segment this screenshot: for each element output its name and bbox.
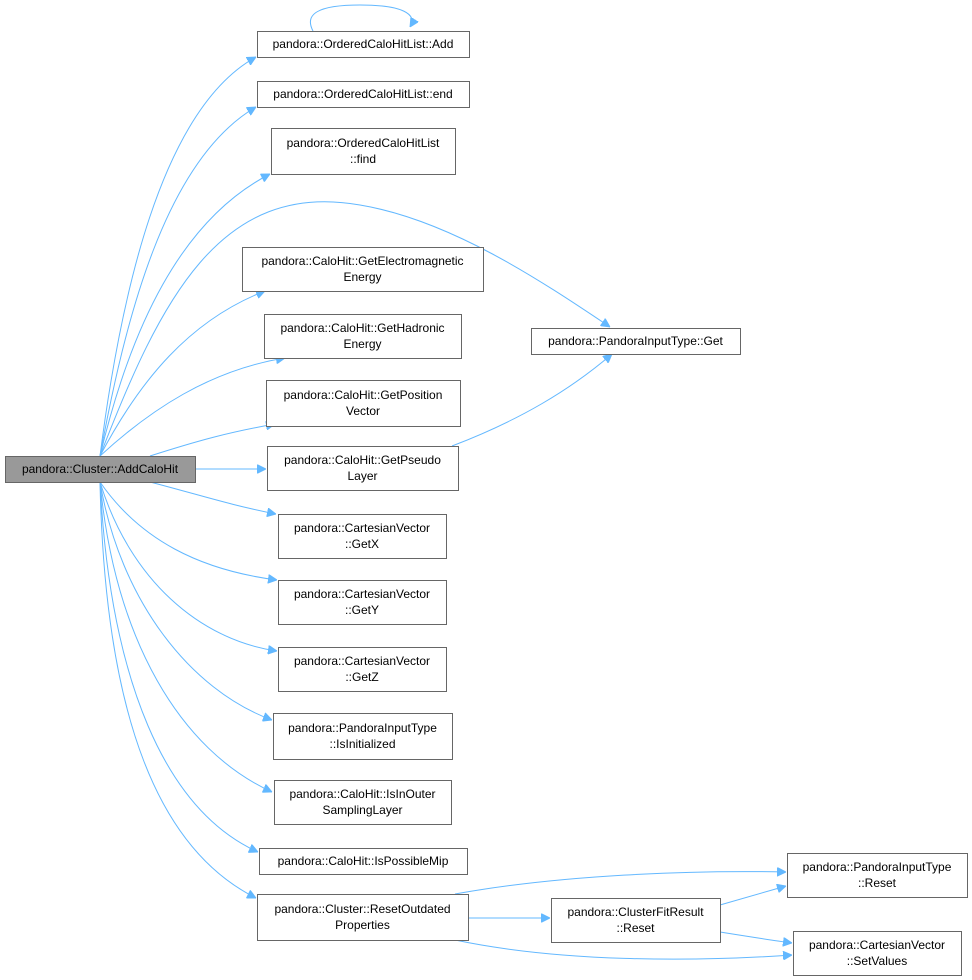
node-box	[273, 713, 453, 760]
node-label: Vector	[346, 404, 380, 418]
node-box	[278, 647, 447, 692]
edge-cfreset-to-preset	[719, 886, 786, 906]
edge-root-to-getz	[99, 481, 277, 651]
node-box	[257, 894, 469, 941]
node-label: pandora::PandoraInputType::Get	[548, 334, 723, 348]
node-label: pandora::CartesianVector	[294, 587, 430, 601]
edge-root-to-getx	[149, 481, 276, 514]
edge-root-to-reset	[99, 481, 256, 898]
node-label: ::find	[350, 152, 376, 166]
node-box	[787, 853, 968, 898]
node-box	[242, 247, 484, 292]
node-box	[264, 314, 462, 359]
node-label: Energy	[343, 337, 381, 351]
node-label: ::GetZ	[345, 670, 378, 684]
edge-root-to-isouter	[99, 481, 272, 792]
node-gem[interactable]: pandora::CaloHit::GetElectromagneticEner…	[242, 247, 484, 292]
node-label: pandora::CaloHit::GetHadronic	[280, 321, 444, 335]
node-box	[793, 931, 962, 976]
node-label: Properties	[335, 918, 390, 932]
node-root[interactable]: pandora::Cluster::AddCaloHit	[5, 456, 196, 483]
edge-root-to-pget	[99, 201, 610, 457]
node-label: pandora::ClusterFitResult	[567, 905, 704, 919]
edge-root-to-find	[99, 174, 270, 457]
node-end[interactable]: pandora::OrderedCaloHitList::end	[257, 81, 470, 108]
node-label: pandora::PandoraInputType	[288, 721, 437, 735]
node-label: ::GetY	[345, 603, 379, 617]
node-preset[interactable]: pandora::PandoraInputType::Reset	[787, 853, 968, 898]
node-box	[257, 81, 470, 108]
node-gety[interactable]: pandora::CartesianVector::GetY	[278, 580, 447, 625]
node-add[interactable]: pandora::OrderedCaloHitList::Add	[257, 31, 470, 58]
edge-reset-to-preset	[454, 872, 786, 895]
edge-reset-to-setval	[454, 939, 792, 959]
node-label: pandora::OrderedCaloHitList::end	[273, 87, 452, 101]
node-label: ::Reset	[616, 921, 655, 935]
node-reset[interactable]: pandora::Cluster::ResetOutdatedPropertie…	[257, 894, 469, 941]
node-box	[551, 898, 721, 943]
node-box	[267, 446, 459, 491]
node-label: pandora::CaloHit::GetElectromagnetic	[261, 254, 463, 268]
node-label: pandora::CaloHit::IsInOuter	[289, 787, 435, 801]
edge-root-to-end	[99, 107, 256, 457]
node-box	[274, 780, 452, 825]
node-label: pandora::CaloHit::IsPossibleMip	[278, 854, 449, 868]
edge-root-to-ghad	[99, 358, 285, 457]
node-label: Energy	[343, 270, 381, 284]
edge-root-to-add	[99, 57, 256, 457]
node-box	[259, 848, 468, 875]
node-ismip[interactable]: pandora::CaloHit::IsPossibleMip	[259, 848, 468, 875]
node-label: pandora::OrderedCaloHitList	[287, 136, 440, 150]
node-getz[interactable]: pandora::CartesianVector::GetZ	[278, 647, 447, 692]
edge-cfreset-to-setval	[719, 931, 792, 943]
node-label: pandora::Cluster::ResetOutdated	[274, 902, 450, 916]
node-box	[278, 580, 447, 625]
node-label: ::GetX	[345, 537, 379, 551]
node-label: pandora::OrderedCaloHitList::Add	[273, 37, 454, 51]
node-label: pandora::CartesianVector	[294, 654, 430, 668]
node-find[interactable]: pandora::OrderedCaloHitList::find	[271, 128, 456, 175]
node-setval[interactable]: pandora::CartesianVector::SetValues	[793, 931, 962, 976]
node-label: ::IsInitialized	[329, 737, 395, 751]
node-box	[266, 380, 461, 427]
node-box	[257, 31, 470, 58]
node-cfreset[interactable]: pandora::ClusterFitResult::Reset	[551, 898, 721, 943]
edge-root-to-isinit	[99, 481, 272, 720]
node-pget[interactable]: pandora::PandoraInputType::Get	[531, 328, 741, 355]
node-label: pandora::PandoraInputType	[803, 860, 952, 874]
node-getx[interactable]: pandora::CartesianVector::GetX	[278, 514, 447, 559]
edge-root-to-gety	[99, 481, 277, 580]
node-label: pandora::Cluster::AddCaloHit	[22, 462, 179, 476]
edge-gpseudo-to-pget	[451, 354, 612, 447]
node-label: pandora::CaloHit::GetPosition	[284, 388, 443, 402]
node-label: pandora::CartesianVector	[294, 521, 430, 535]
edge-root-to-gem	[99, 291, 265, 457]
node-box	[271, 128, 456, 175]
node-box	[5, 456, 196, 483]
node-label: ::Reset	[858, 876, 897, 890]
node-label: ::SetValues	[847, 954, 907, 968]
edge-add-to-add	[309, 4, 412, 32]
node-label: Layer	[347, 469, 377, 483]
node-label: SamplingLayer	[322, 803, 402, 817]
node-isinit[interactable]: pandora::PandoraInputType::IsInitialized	[273, 713, 453, 760]
node-label: pandora::CaloHit::GetPseudo	[284, 453, 441, 467]
node-box	[531, 328, 741, 355]
node-label: pandora::CartesianVector	[809, 938, 945, 952]
edge-root-to-gpos	[149, 424, 275, 457]
edge-root-to-ismip	[99, 481, 258, 852]
node-box	[278, 514, 447, 559]
